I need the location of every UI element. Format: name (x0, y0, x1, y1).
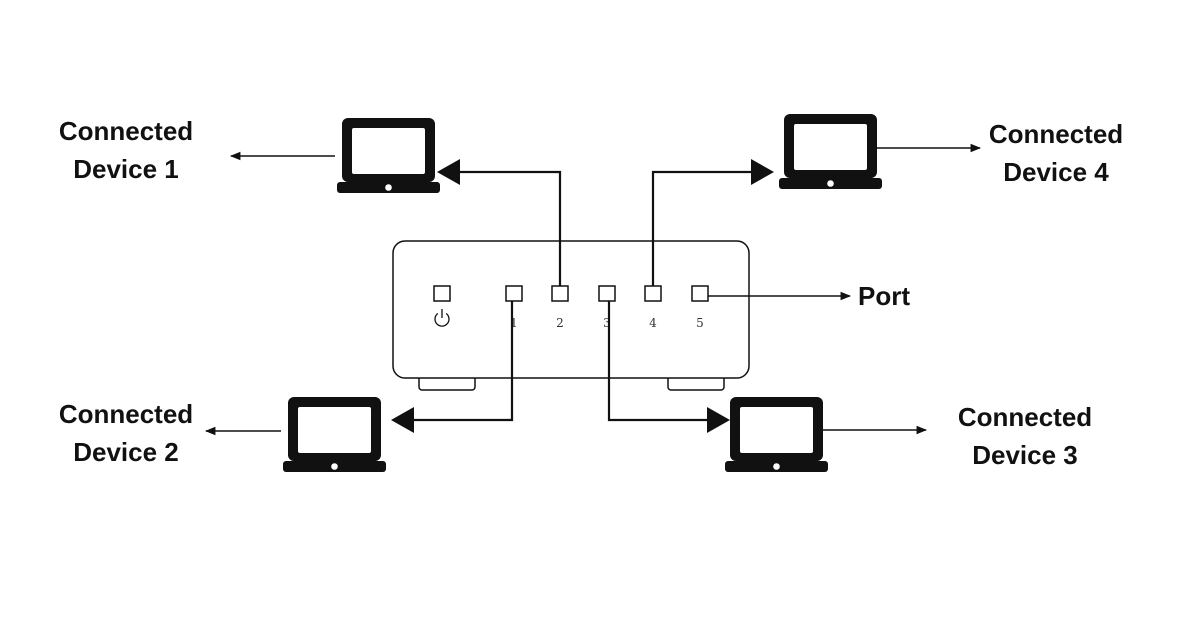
port-number-1: 1 (510, 316, 518, 330)
laptop-icon (779, 114, 882, 189)
device-2-label-line1: Connected (58, 399, 194, 429)
laptop-icon (283, 397, 386, 472)
device-3-label-line2: Device 3 (972, 440, 1078, 470)
laptop-icon (725, 397, 828, 472)
port-number-4: 4 (649, 316, 657, 330)
port-1 (505, 285, 523, 302)
device-4-label-line1: Connected (988, 119, 1124, 149)
switch-chassis (392, 240, 750, 379)
device-3-label: Connected Device 3 (943, 398, 1107, 474)
device-3-label-line1: Connected (957, 402, 1093, 432)
port-3 (598, 285, 616, 302)
network-switch: 1 2 3 4 5 (392, 240, 750, 391)
device-4-label: Connected Device 4 (974, 115, 1138, 191)
device-1-label-line2: Device 1 (73, 154, 179, 184)
port-number-2: 2 (556, 316, 564, 330)
connector-port3-device3 (607, 301, 730, 433)
device-2-label-line2: Device 2 (73, 437, 179, 467)
port-4 (644, 285, 662, 302)
laptop-icon (337, 118, 440, 193)
port-2 (551, 285, 569, 302)
connector-port2-device1 (437, 159, 562, 286)
device-1-label-line1: Connected (58, 116, 194, 146)
device-2-label: Connected Device 2 (44, 395, 208, 471)
connector-port4-device4 (651, 159, 774, 286)
port-5 (691, 285, 709, 302)
port-label: Port (858, 281, 910, 311)
power-led (433, 285, 451, 302)
port-number-3: 3 (603, 316, 611, 330)
device-1-label: Connected Device 1 (44, 112, 208, 188)
port-number-5: 5 (696, 316, 704, 330)
power-icon (434, 309, 450, 327)
device-4-label-line2: Device 4 (1003, 157, 1109, 187)
connector-port1-device2 (391, 301, 514, 433)
